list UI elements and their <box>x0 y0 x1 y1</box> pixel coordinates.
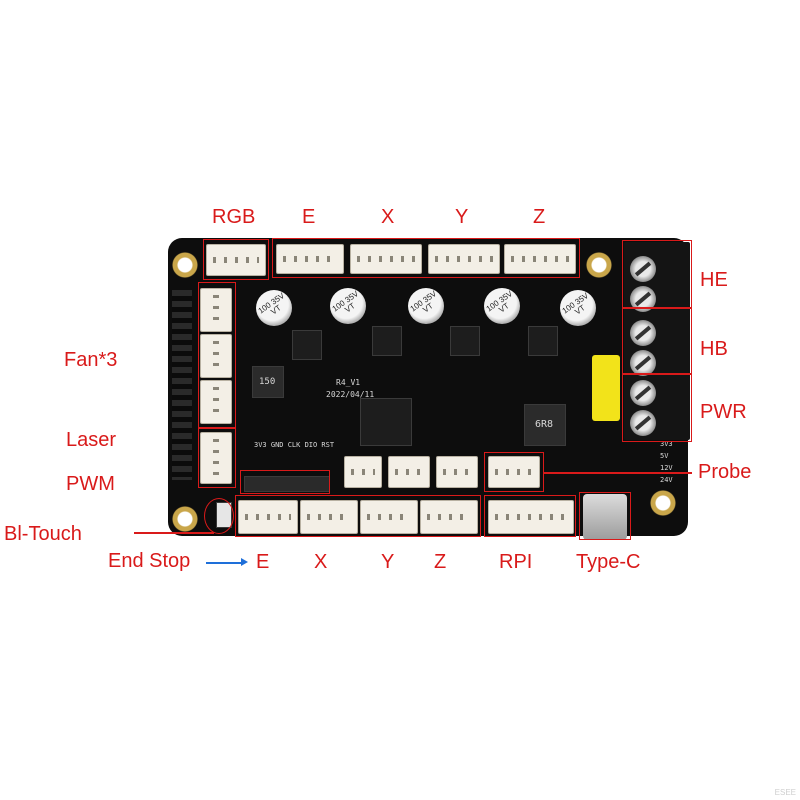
driver-chip-2 <box>372 326 402 356</box>
t0-connector <box>344 456 382 488</box>
y-endstop-connector <box>360 500 418 534</box>
mcu-chip <box>360 398 412 446</box>
label-top-x: X <box>381 206 395 228</box>
watermark: ESEE <box>774 788 796 797</box>
label-bottom-x: X <box>314 551 328 573</box>
label-bltouch: Bl-Touch <box>4 523 82 545</box>
t1-connector <box>388 456 430 488</box>
laser-pwm-connector <box>200 432 232 484</box>
label-pwm: PWM <box>66 473 115 495</box>
z-motor-connector <box>504 244 576 274</box>
inductor-small: 150 <box>252 366 284 398</box>
volt-24v: 24V <box>660 476 673 484</box>
driver-chip-1 <box>292 330 322 360</box>
mount-hole-bottom-left <box>172 506 198 532</box>
board-date: 2022/04/11 <box>326 390 375 399</box>
x-endstop-connector <box>300 500 358 534</box>
fan-connector-2 <box>200 334 232 378</box>
probe-connector <box>488 456 540 488</box>
screw-hb-2 <box>630 350 656 376</box>
mount-hole-top-left <box>172 252 198 278</box>
label-probe: Probe <box>698 461 752 483</box>
typec-highlight <box>579 492 631 540</box>
capacitor-3: 100 35V VT <box>408 288 444 324</box>
rpi-highlight <box>484 495 576 537</box>
label-fan: Fan*3 <box>64 349 118 371</box>
hb-highlight <box>622 308 692 374</box>
label-laser: Laser <box>66 429 117 451</box>
capacitor-4: 100 35V VT <box>484 288 520 324</box>
y-motor-connector <box>428 244 500 274</box>
x-motor-connector <box>350 244 422 274</box>
volt-12v: 12V <box>660 464 673 472</box>
fan-connector-3 <box>200 380 232 424</box>
label-hb: HB <box>700 338 728 360</box>
label-typec: Type-C <box>576 551 641 573</box>
gpio-header-pins <box>172 290 192 480</box>
screw-hb-1 <box>630 320 656 346</box>
label-top-e: E <box>302 206 316 228</box>
label-endstop: End Stop <box>108 550 191 572</box>
driver-chip-3 <box>450 326 480 356</box>
label-top-y: Y <box>455 206 469 228</box>
laser-pwm-highlight <box>198 428 236 488</box>
pin-labels: 3V3 GND CLK DIO RST <box>254 441 335 449</box>
capacitor-1: 100 35V VT <box>256 290 292 326</box>
e-motor-connector <box>276 244 344 274</box>
z-endstop-connector <box>420 500 478 534</box>
label-bottom-y: Y <box>381 551 395 573</box>
mount-hole-bottom-right <box>650 490 676 516</box>
mount-hole-top-right <box>586 252 612 278</box>
rgb-highlight <box>203 239 269 280</box>
label-top-z: Z <box>533 206 546 228</box>
usb-type-c-port <box>583 494 627 540</box>
volt-5v: 5V <box>660 452 669 460</box>
capacitor-5: 100 35V VT <box>560 290 596 326</box>
endstop-highlight <box>235 495 481 537</box>
capacitor-2: 100 35V VT <box>330 288 366 324</box>
driver-chip-4 <box>528 326 558 356</box>
label-pwr: PWR <box>700 401 747 423</box>
probe-highlight <box>484 452 544 492</box>
screw-pwr-2 <box>630 410 656 436</box>
probe-leader-line <box>544 472 692 474</box>
e-endstop-connector <box>238 500 298 534</box>
label-bottom-z: Z <box>434 551 447 573</box>
label-bottom-e: E <box>256 551 270 573</box>
pwm-highlight <box>240 470 330 494</box>
bltouch-leader-line <box>134 532 214 534</box>
screw-pwr-1 <box>630 380 656 406</box>
volt-3v3: 3V3 <box>660 440 673 448</box>
fan-connector-1 <box>200 288 232 332</box>
label-rgb: RGB <box>212 206 256 228</box>
pwr-highlight <box>622 374 692 442</box>
board-model: R4_V1 <box>336 378 361 387</box>
bltouch-highlight <box>204 498 234 534</box>
label-rpi: RPI <box>499 551 533 573</box>
rpi-connector <box>488 500 574 534</box>
he-highlight <box>622 240 692 308</box>
endstop-arrow <box>206 559 248 565</box>
fan-highlight <box>198 282 236 428</box>
rgb-connector <box>206 244 266 276</box>
label-he: HE <box>700 269 728 291</box>
t2-connector <box>436 456 478 488</box>
inductor-large: 6R8 <box>524 404 566 446</box>
motors-top-highlight <box>272 238 580 278</box>
screw-he-1 <box>630 256 656 282</box>
blade-fuse <box>592 355 620 421</box>
